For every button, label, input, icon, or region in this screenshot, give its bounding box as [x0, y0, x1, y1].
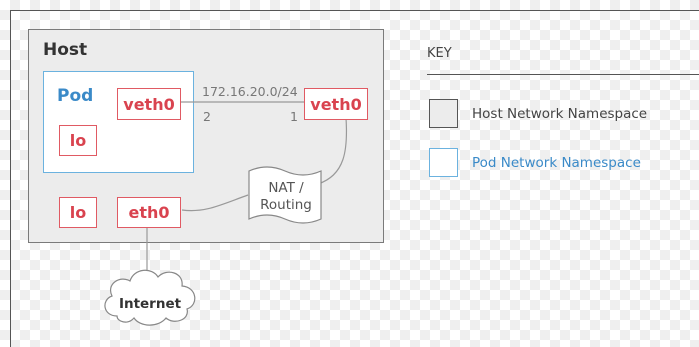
- host-lo-interface: lo: [59, 197, 97, 228]
- veth-to-nat-link: [317, 117, 348, 185]
- subnet-label: 172.16.20.0/24: [202, 84, 298, 99]
- host-port-number: 1: [290, 109, 298, 124]
- internet-cloud-shape: [104, 269, 196, 326]
- host-title: Host: [43, 40, 88, 60]
- pod-veth0-interface: veth0: [117, 88, 181, 120]
- host-namespace-swatch: [429, 99, 458, 128]
- host-veth0-interface: veth0: [304, 88, 368, 120]
- key-title: KEY: [427, 46, 452, 61]
- eth-to-nat-link: [181, 194, 249, 212]
- nat-routing-shape: [248, 166, 322, 224]
- internet-label: Internet: [118, 296, 182, 312]
- pod-title: Pod: [57, 86, 94, 106]
- host-eth0-interface: eth0: [117, 197, 181, 228]
- pod-namespace-swatch: [429, 148, 458, 177]
- key-divider: [427, 74, 699, 75]
- nat-label-line1: NAT /: [268, 180, 304, 196]
- host-namespace-key-label: Host Network Namespace: [472, 106, 648, 122]
- pod-namespace-key-label: Pod Network Namespace: [472, 155, 641, 171]
- pod-port-number: 2: [203, 109, 211, 124]
- pod-lo-interface: lo: [59, 125, 97, 156]
- nat-routing-label: NAT / Routing: [250, 180, 322, 214]
- diagram-frame: [10, 10, 699, 347]
- nat-label-line2: Routing: [260, 197, 312, 213]
